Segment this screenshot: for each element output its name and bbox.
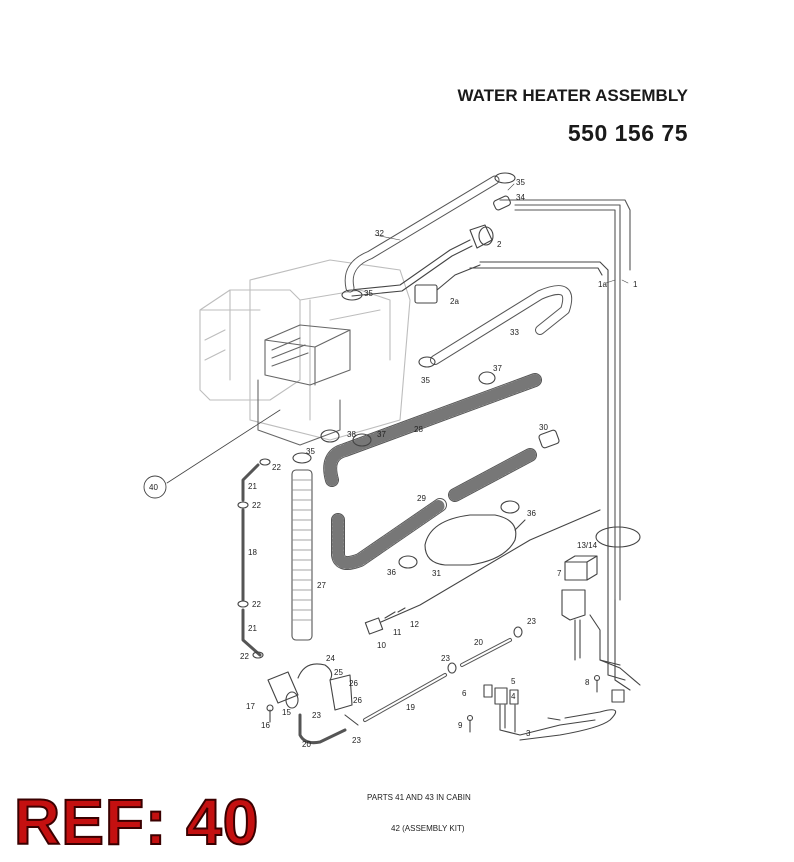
callout-23-a: 23 (527, 617, 536, 626)
callout-26-a: 26 (349, 679, 358, 688)
callout-40-circle (143, 475, 167, 499)
callout-8: 8 (585, 678, 590, 687)
callout-20-right: 20 (474, 638, 483, 647)
callout-20-left: 20 (302, 740, 311, 749)
callout-31: 31 (432, 569, 441, 578)
callout-27: 27 (317, 581, 326, 590)
note-assembly-kit: 42 (ASSEMBLY KIT) (391, 824, 465, 833)
reference-label: REF: 40 (13, 786, 260, 858)
diagram-title: WATER HEATER ASSEMBLY (457, 86, 688, 105)
callout-17: 17 (246, 702, 255, 711)
callout-35-lower: 35 (421, 376, 430, 385)
callout-18: 18 (248, 548, 257, 557)
callout-35-middle: 35 (364, 289, 373, 298)
callout-37-lower: 37 (377, 430, 386, 439)
callout-34: 34 (516, 193, 525, 202)
heater-unit-outline (199, 259, 411, 441)
callout-35-pipe: 35 (306, 447, 315, 456)
callout-40: 40 (149, 483, 158, 492)
callout-23-b: 23 (441, 654, 450, 663)
callout-12: 12 (410, 620, 419, 629)
callout-33: 33 (510, 328, 519, 337)
callout-6: 6 (462, 689, 467, 698)
callout-2: 2 (497, 240, 502, 249)
callout-29: 29 (417, 494, 426, 503)
callout-28: 28 (414, 425, 423, 434)
callout-22-c: 22 (252, 600, 261, 609)
callout-2a: 2a (450, 297, 459, 306)
callout-19: 19 (406, 703, 415, 712)
callout-22-a: 22 (272, 463, 281, 472)
callout-25: 25 (334, 668, 343, 677)
callout-26-b: 26 (353, 696, 362, 705)
callout-15: 15 (282, 708, 291, 717)
callout-13-14: 13/14 (577, 541, 598, 550)
callout-22-d: 22 (240, 652, 249, 661)
callout-23-c: 23 (312, 711, 321, 720)
callout-22-b: 22 (252, 501, 261, 510)
callout-21-upper: 21 (248, 482, 257, 491)
callout-1a: 1a (598, 280, 607, 289)
callout-11: 11 (393, 628, 402, 637)
callout-23-d: 23 (352, 736, 361, 745)
callout-35-top: 35 (516, 178, 525, 187)
callout-36-lower: 36 (387, 568, 396, 577)
assembly-part-number: 550 156 75 (567, 120, 688, 146)
callout-30: 30 (539, 423, 548, 432)
callout-36-upper: 36 (527, 509, 536, 518)
note-cabin-parts: PARTS 41 AND 43 IN CABIN (367, 793, 471, 802)
callout-24: 24 (326, 654, 335, 663)
callout-3: 3 (526, 729, 531, 738)
callout-1: 1 (633, 280, 638, 289)
callout-21-lower: 21 (248, 624, 257, 633)
callout-9: 9 (458, 721, 463, 730)
callout-37-upper: 37 (493, 364, 502, 373)
callout-5: 5 (511, 677, 516, 686)
control-box-outline (257, 324, 351, 446)
callout-16: 16 (261, 721, 270, 730)
callout-38-upper: 38 (347, 430, 356, 439)
callout-7: 7 (557, 569, 562, 578)
callout-4: 4 (511, 692, 516, 701)
callout-10: 10 (377, 641, 386, 650)
callout-32: 32 (375, 229, 384, 238)
